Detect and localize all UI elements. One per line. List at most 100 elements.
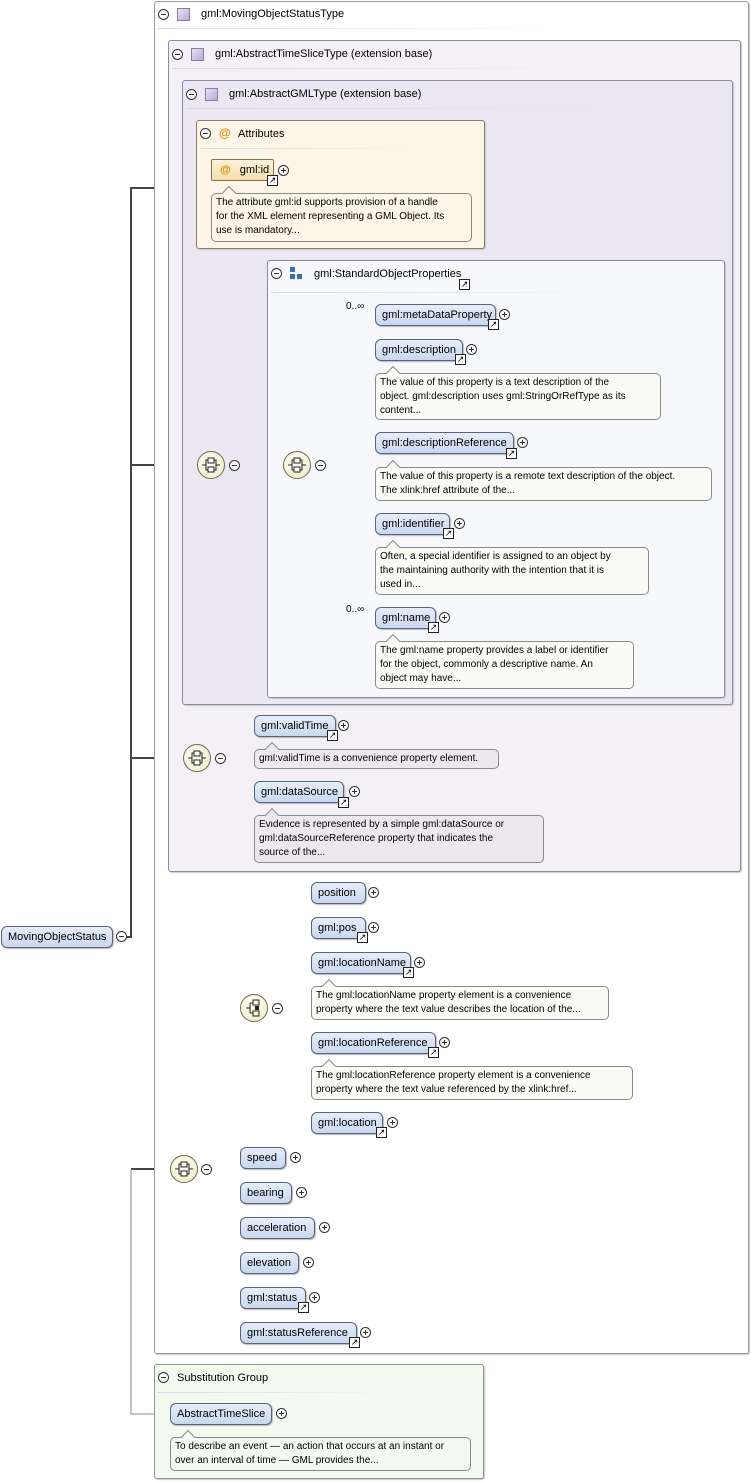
complex-type-icon — [191, 48, 204, 61]
reference-arrow-icon[interactable]: ↗ — [403, 967, 414, 978]
reference-arrow-icon[interactable]: ↗ — [428, 622, 439, 633]
expand-icon[interactable] — [319, 1222, 330, 1233]
collapse-icon[interactable] — [271, 268, 282, 279]
element-acceleration[interactable]: acceleration — [240, 1217, 315, 1239]
expand-icon[interactable] — [278, 165, 289, 176]
expand-icon[interactable] — [466, 344, 477, 355]
collapse-icon[interactable] — [158, 1372, 169, 1383]
sequence-icon[interactable] — [183, 744, 211, 772]
collapse-icon[interactable] — [172, 49, 183, 60]
cardinality: 0..∞ — [346, 604, 365, 615]
element-gml-locationreference[interactable]: gml:locationReference — [311, 1032, 436, 1054]
expand-icon[interactable] — [303, 1257, 314, 1268]
reference-arrow-icon[interactable]: ↗ — [428, 1047, 439, 1058]
collapse-icon[interactable] — [116, 931, 127, 942]
time-slice-title: gml:AbstractTimeSliceType (extension bas… — [215, 48, 433, 60]
sequence-icon[interactable] — [170, 1155, 198, 1183]
element-gml-datasource[interactable]: gml:dataSource — [254, 781, 344, 803]
element-doc: The value of this property is a text des… — [375, 373, 661, 420]
element-gml-pos[interactable]: gml:pos — [311, 917, 366, 939]
divider — [186, 108, 626, 109]
expand-icon[interactable] — [349, 786, 360, 797]
complex-type-icon — [177, 8, 190, 21]
expand-icon[interactable] — [296, 1187, 307, 1198]
element-gml-identifier[interactable]: gml:identifier — [375, 513, 450, 535]
doc-line: The attribute gml:id supports provision … — [216, 197, 438, 208]
attribute-icon: @ — [219, 126, 231, 140]
doc-line: The xlink:href attribute of the... — [380, 485, 516, 496]
sequence-icon[interactable] — [283, 451, 311, 479]
root-element-moving-object-status[interactable]: MovingObjectStatus — [1, 926, 113, 948]
expand-icon[interactable] — [309, 1292, 320, 1303]
substitution-group-title: Substitution Group — [177, 1372, 269, 1384]
collapse-icon[interactable] — [158, 9, 169, 20]
expand-icon[interactable] — [439, 612, 450, 623]
element-doc: Evidence is represented by a simple gml:… — [254, 815, 544, 863]
cardinality: 0..∞ — [346, 301, 365, 312]
element-gml-locationname[interactable]: gml:locationName — [311, 952, 411, 974]
expand-icon[interactable] — [290, 1152, 301, 1163]
reference-arrow-icon[interactable]: ↗ — [455, 354, 466, 365]
reference-arrow-icon[interactable]: ↗ — [267, 175, 278, 186]
reference-arrow-icon[interactable]: ↗ — [349, 1337, 360, 1348]
doc-line: for the object, commonly a descriptive n… — [380, 659, 593, 670]
reference-arrow-icon[interactable]: ↗ — [459, 279, 470, 290]
reference-arrow-icon[interactable]: ↗ — [376, 1127, 387, 1138]
doc-line: Evidence is represented by a simple gml:… — [259, 819, 505, 830]
element-elevation[interactable]: elevation — [240, 1252, 299, 1274]
expand-icon[interactable] — [414, 957, 425, 968]
element-gml-statusreference[interactable]: gml:statusReference — [240, 1322, 357, 1344]
doc-line: To describe an event — an action that oc… — [175, 1441, 445, 1452]
element-gml-metadataproperty[interactable]: gml:metaDataProperty — [375, 304, 496, 326]
element-gml-description[interactable]: gml:description — [375, 339, 463, 361]
attribute-gml-id[interactable]: @ gml:id — [211, 159, 274, 181]
reference-arrow-icon[interactable]: ↗ — [488, 319, 499, 330]
expand-icon[interactable] — [454, 518, 465, 529]
reference-arrow-icon[interactable]: ↗ — [357, 932, 368, 943]
doc-line: The gml:locationReference property eleme… — [316, 1070, 591, 1081]
element-position[interactable]: position — [311, 882, 366, 904]
doc-line: The gml:name property provides a label o… — [380, 645, 609, 656]
doc-line: property where the text value referenced… — [316, 1084, 577, 1095]
expand-icon[interactable] — [360, 1327, 371, 1338]
element-speed[interactable]: speed — [240, 1147, 286, 1169]
expand-icon[interactable] — [387, 1117, 398, 1128]
element-gml-validtime[interactable]: gml:validTime — [254, 715, 336, 737]
element-doc: gml:validTime is a convenience property … — [254, 749, 499, 769]
doc-line: over an interval of time — GML provides … — [175, 1455, 379, 1466]
collapse-icon[interactable] — [229, 460, 240, 471]
expand-icon[interactable] — [439, 1037, 450, 1048]
reference-arrow-icon[interactable]: ↗ — [327, 730, 338, 741]
expand-icon[interactable] — [276, 1408, 287, 1419]
expand-icon[interactable] — [368, 887, 379, 898]
doc-line: for the XML element representing a GML O… — [216, 211, 445, 222]
reference-arrow-icon[interactable]: ↗ — [443, 528, 454, 539]
collapse-icon[interactable] — [215, 753, 226, 764]
doc-line: the maintaining authority with the inten… — [380, 565, 605, 576]
element-gml-location[interactable]: gml:location — [311, 1112, 383, 1134]
element-abstracttimeslice[interactable]: AbstractTimeSlice — [170, 1403, 272, 1425]
divider — [271, 292, 611, 293]
collapse-icon[interactable] — [272, 1003, 283, 1014]
choice-icon[interactable] — [240, 994, 268, 1022]
reference-arrow-icon[interactable]: ↗ — [298, 1302, 309, 1313]
element-bearing[interactable]: bearing — [240, 1182, 292, 1204]
collapse-icon[interactable] — [200, 128, 211, 139]
element-gml-descriptionreference[interactable]: gml:descriptionReference — [375, 432, 514, 454]
sequence-icon[interactable] — [197, 451, 225, 479]
divider — [200, 148, 420, 149]
reference-arrow-icon[interactable]: ↗ — [506, 448, 517, 459]
collapse-icon[interactable] — [315, 460, 326, 471]
reference-arrow-icon[interactable]: ↗ — [338, 797, 349, 808]
collapse-icon[interactable] — [186, 89, 197, 100]
expand-icon[interactable] — [499, 309, 510, 320]
expand-icon[interactable] — [338, 720, 349, 731]
expand-icon[interactable] — [368, 922, 379, 933]
collapse-icon[interactable] — [201, 1164, 212, 1175]
doc-line: gml:dataSourceReference property that in… — [259, 833, 494, 844]
element-gml-name[interactable]: gml:name — [375, 607, 436, 629]
doc-line: used in... — [380, 579, 421, 590]
element-gml-status[interactable]: gml:status — [240, 1287, 306, 1309]
doc-line: use is mandatory... — [216, 225, 300, 236]
expand-icon[interactable] — [517, 437, 528, 448]
